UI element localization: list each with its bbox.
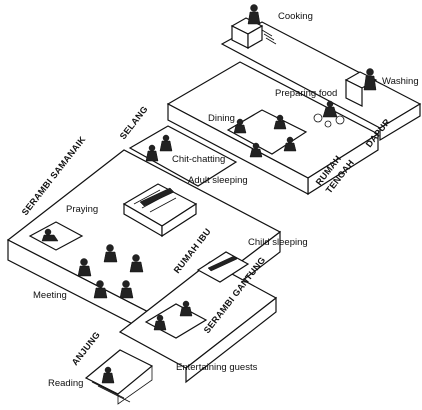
label-entertaining-guests: Entertaining guests xyxy=(176,362,258,373)
zone-selang: SELANG xyxy=(118,104,150,141)
praying-mat xyxy=(28,221,84,251)
dining-figures xyxy=(233,114,297,158)
label-preparing-food: Preparing food xyxy=(275,88,337,99)
reading-figure xyxy=(101,366,115,384)
entertaining-guests-figures xyxy=(153,300,193,331)
serambi-gantung-side xyxy=(185,296,277,384)
praying-figure xyxy=(41,228,59,242)
label-praying: Praying xyxy=(66,204,98,215)
selang-platform xyxy=(128,125,238,187)
label-cooking: Cooking xyxy=(278,11,313,22)
label-chit-chatting: Chit-chatting xyxy=(172,154,225,165)
label-dining: Dining xyxy=(208,113,235,124)
label-child-sleeping: Child sleeping xyxy=(248,237,308,248)
label-meeting: Meeting xyxy=(33,290,67,301)
child-sleeping-figure xyxy=(207,255,238,272)
cooking-figure xyxy=(247,4,261,25)
dapur-side xyxy=(379,102,421,142)
label-washing: Washing xyxy=(382,76,419,87)
meeting-figures xyxy=(77,244,144,299)
adult-sleeping-figure xyxy=(139,187,175,207)
chit-chatting-figures xyxy=(145,134,173,162)
label-reading: Reading xyxy=(48,378,83,389)
washing-figure xyxy=(363,68,377,91)
preparing-food-figures xyxy=(313,100,345,128)
zone-anjung: ANJUNG xyxy=(70,330,102,368)
label-adult-sleeping: Adult sleeping xyxy=(188,175,248,186)
